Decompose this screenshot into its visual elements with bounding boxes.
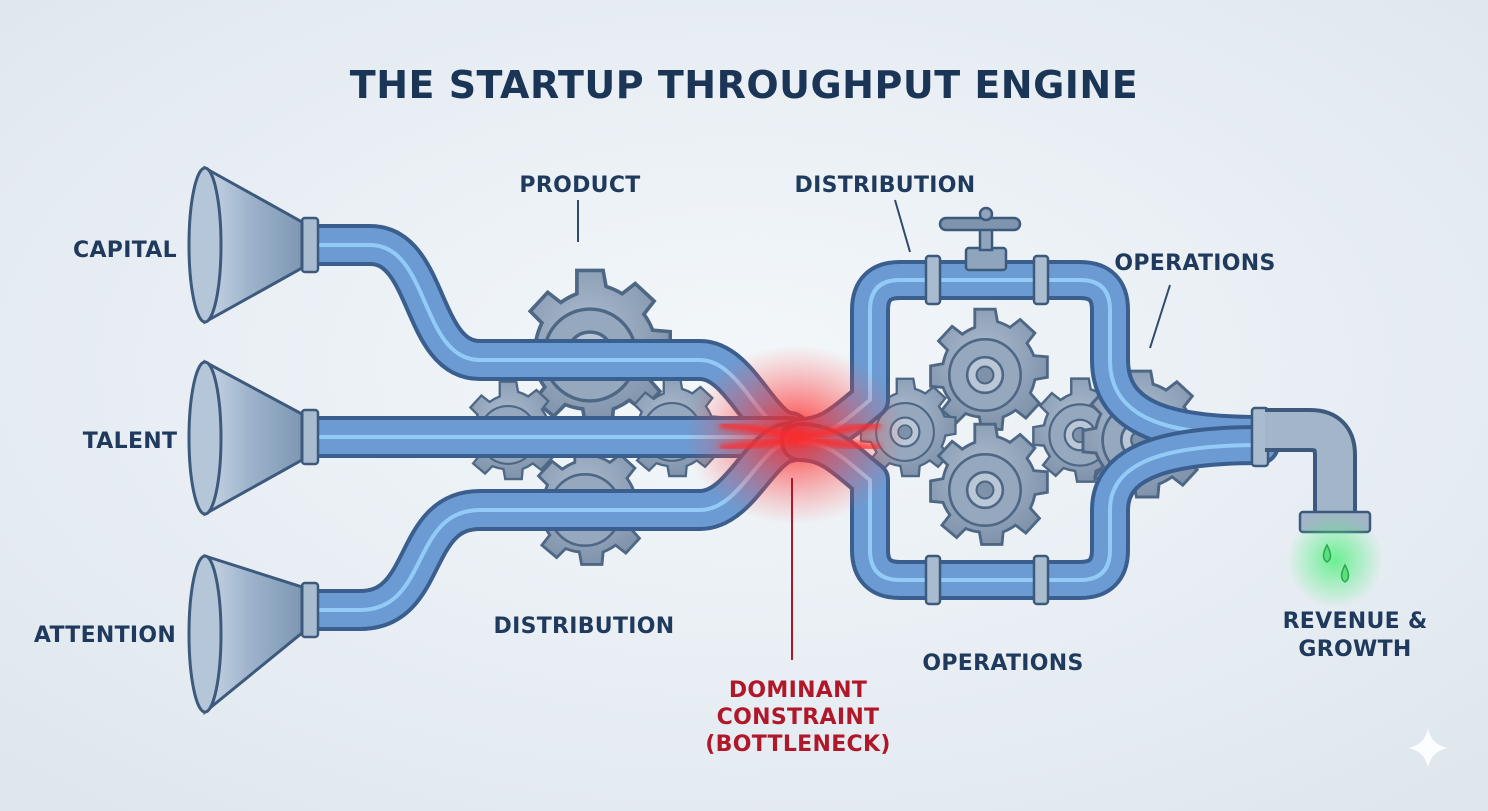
label-operations-top: OPERATIONS	[1114, 251, 1275, 276]
label-distribution-top: DISTRIBUTION	[795, 173, 976, 198]
label-output-line2: GROWTH	[1298, 637, 1411, 662]
label-bottleneck-line3: (BOTTLENECK)	[705, 732, 890, 757]
label-distribution-bottom: DISTRIBUTION	[494, 614, 675, 639]
leader-lines	[577, 199, 1171, 660]
label-output-line1: REVENUE &	[1283, 609, 1428, 634]
bottleneck-glow	[685, 345, 905, 525]
diagram-title: THE STARTUP THROUGHPUT ENGINE	[350, 63, 1138, 107]
funnel-attention	[187, 553, 304, 716]
funnel-talent	[187, 359, 304, 517]
label-capital: CAPITAL	[73, 238, 177, 263]
faucet-icon	[1265, 408, 1383, 608]
label-bottleneck-line1: DOMINANT	[729, 678, 867, 703]
label-attention: ATTENTION	[34, 623, 176, 648]
sparkle-icon	[1408, 728, 1448, 768]
valve-icon	[938, 206, 1022, 272]
label-operations-bottom: OPERATIONS	[922, 651, 1083, 676]
label-product: PRODUCT	[519, 173, 640, 198]
water-drop-icon	[1340, 563, 1350, 583]
funnel-capital	[187, 165, 304, 325]
label-talent: TALENT	[83, 429, 178, 454]
label-bottleneck-line2: CONSTRAINT	[717, 705, 880, 730]
water-drop-icon	[1322, 543, 1332, 563]
